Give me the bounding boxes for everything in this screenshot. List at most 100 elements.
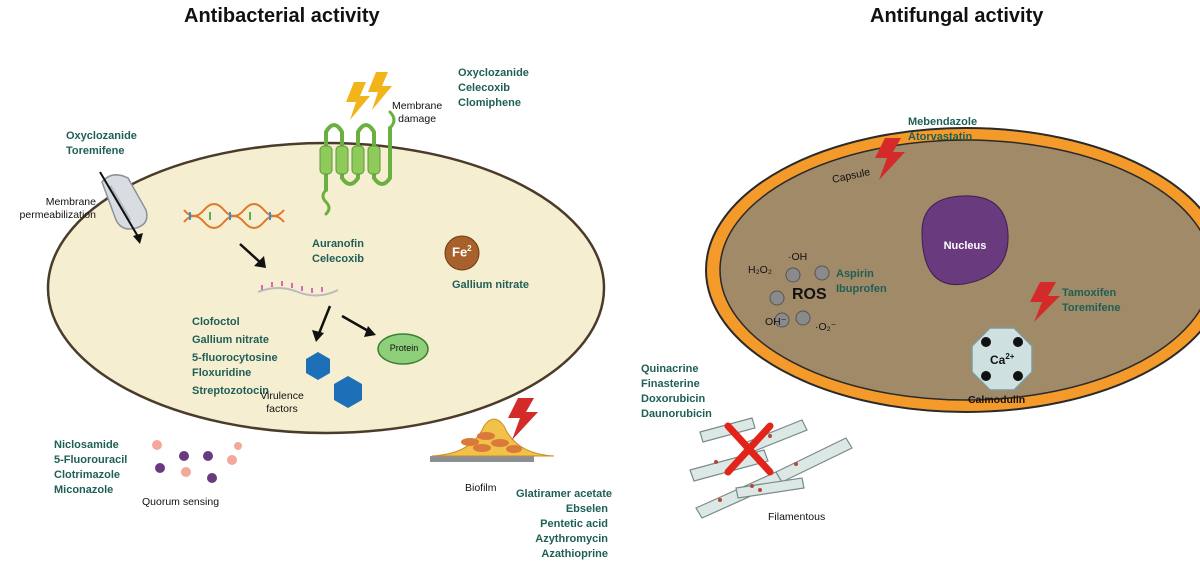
calcium-charge: 2+: [1005, 352, 1015, 361]
drug-label: Floxuridine: [192, 367, 252, 379]
dna-icon: [183, 203, 285, 229]
iron-symbol: Fe: [452, 244, 468, 260]
nucleus-shape: [921, 195, 1009, 286]
drug-label: Glatiramer acetate: [516, 488, 612, 500]
hyphae-nuclei-icon: [714, 434, 798, 502]
membrane-damage-label: Membrane damage: [392, 100, 442, 126]
biofilm-icon: [430, 418, 555, 462]
drug-label: Toremifene: [66, 145, 125, 157]
iron-ion: [444, 235, 480, 271]
drug-label: Oxyclozanide: [458, 67, 529, 79]
hydroxide-label: OH⁻: [765, 316, 787, 328]
virulence-line-1: Virulence: [260, 390, 304, 402]
red-x-icon: [724, 422, 774, 476]
quorum-dots-icon: [152, 440, 242, 483]
drug-label: Ebselen: [565, 503, 608, 515]
drug-label: Daunorubicin: [641, 408, 712, 420]
rna-to-virulence-arrow: [316, 305, 332, 337]
ros-molecules-icon: [769, 265, 830, 328]
hydrogen-peroxide-label: H₂O₂: [748, 264, 772, 276]
drug-label: Atorvastatin: [908, 131, 973, 143]
membrane-damage-line-2: damage: [398, 113, 437, 125]
filament-drug-list: Quinacrine Finasterine Doxorubicin Dauno…: [641, 362, 712, 422]
lightning-red-icon-capsule: [875, 138, 905, 180]
lightning-yellow-icon-2: [368, 72, 392, 110]
drug-label: Toremifene: [1062, 302, 1121, 314]
filamentous-label: Filamentous: [768, 511, 826, 523]
capsule-drug-list: Mebendazole Atorvastatin: [908, 115, 977, 145]
rna-to-protein-arrow: [341, 314, 371, 334]
calmodulin-dots-icon: [981, 337, 1023, 381]
virulence-line-2: factors: [266, 403, 298, 415]
membrane-damage-line-1: Membrane: [392, 100, 443, 112]
permeabilization-arrowhead: [133, 233, 143, 244]
lightning-red-icon-biofilm: [508, 398, 538, 440]
protein-shape: [377, 333, 429, 365]
permeabilization-label: Membrane permeabilization: [6, 196, 96, 222]
rna-icon: [257, 281, 339, 297]
protein-label: Protein: [389, 343, 419, 353]
virulence-hexagon-1: [306, 352, 330, 380]
membrane-helix-4: [367, 145, 381, 175]
rna-to-virulence-arrowhead: [312, 330, 324, 342]
lightning-red-icon-calmodulin: [1030, 282, 1060, 322]
dna-to-rna-arrow: [239, 243, 263, 265]
permeabilization-arrow: [99, 171, 141, 241]
antifungal-title: Antifungal activity: [870, 5, 1044, 27]
virulence-factors-label: Virulence factors: [242, 390, 322, 416]
iron-charge: 2: [467, 244, 472, 253]
drug-label: Doxorubicin: [641, 393, 706, 405]
drug-label: Gallium nitrate: [192, 334, 270, 346]
drug-label: Clofoctol: [192, 316, 240, 328]
iron-label: Fe2: [452, 244, 472, 259]
membrane-channel-icon: [101, 174, 148, 230]
virulence-hexagon-2: [334, 376, 362, 408]
membrane-helix-1: [319, 145, 333, 175]
drug-label: 5-Fluorouracil: [54, 454, 128, 466]
antibacterial-title: Antibacterial activity: [184, 5, 380, 27]
gallium-nitrate-label: Gallium nitrate: [452, 279, 530, 291]
nucleus-label: Nucleus: [943, 240, 987, 252]
drug-label: Streptozotocin: [192, 385, 269, 397]
calcium-symbol: Ca: [990, 353, 1006, 367]
auranofin-drug-list: Auranofin Celecoxib: [312, 237, 364, 267]
drug-label: 5-fluorocytosine: [192, 352, 278, 364]
rna-to-protein-arrowhead: [364, 326, 376, 337]
drug-label: Celecoxib: [458, 82, 510, 94]
ros-drug-list: Aspirin Ibuprofen: [836, 267, 887, 297]
biofilm-label: Biofilm: [465, 482, 497, 494]
ros-label: ROS: [792, 286, 827, 303]
permeabilization-drug-list: Oxyclozanide Toremifene: [66, 129, 137, 159]
calmodulin-drug-list: Tamoxifen Toremifene: [1062, 286, 1120, 316]
membrane-damage-drug-list: Oxyclozanide Celecoxib Clomiphene: [458, 66, 529, 111]
membrane-helix-3: [351, 145, 365, 175]
drug-label: Clomiphene: [458, 97, 521, 109]
permeabilization-line-2: permeabilization: [19, 209, 96, 221]
drug-label: Mebendazole: [908, 116, 978, 128]
drug-label: Celecoxib: [312, 253, 364, 265]
biofilm-drug-list: Glatiramer acetate Ebselen Pentetic acid…: [516, 487, 612, 562]
dna-to-rna-arrowhead: [254, 256, 266, 268]
membrane-helix-2: [335, 145, 349, 175]
drug-label: Quinacrine: [641, 363, 699, 375]
drug-label: Aspirin: [836, 268, 874, 280]
drug-label: Pentetic acid: [540, 518, 608, 530]
drug-label: Auranofin: [312, 238, 364, 250]
quorum-drug-list: Niclosamide 5-Fluorouracil Clotrimazole …: [54, 438, 127, 498]
drug-label: Clotrimazole: [54, 469, 121, 481]
superoxide-label: ·O₂⁻: [815, 321, 837, 333]
drug-label: Oxyclozanide: [66, 130, 137, 142]
quorum-sensing-label: Quorum sensing: [142, 496, 220, 508]
drug-label: Niclosamide: [54, 439, 119, 451]
drug-label: Tamoxifen: [1062, 287, 1117, 299]
synthesis-drug-list: Clofoctol Gallium nitrate 5-fluorocytosi…: [192, 315, 278, 399]
lightning-yellow-icon-1: [346, 82, 370, 120]
calmodulin-label: Calmodulin: [968, 394, 1026, 406]
hydroxyl-radical-label: ·OH: [788, 251, 808, 263]
drug-label: Azythromycin: [535, 533, 608, 545]
drug-label: Ibuprofen: [836, 283, 887, 295]
drug-label: Miconazole: [54, 484, 114, 496]
permeabilization-line-1: Membrane: [45, 196, 96, 208]
drug-label: Finasterine: [641, 378, 700, 390]
